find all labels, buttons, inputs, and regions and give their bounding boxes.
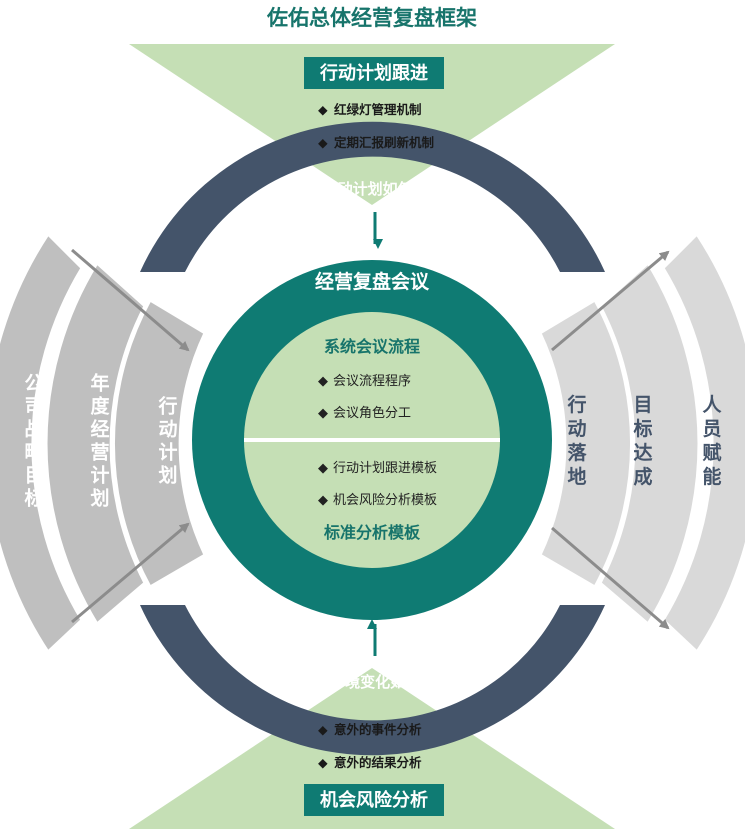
bottom-bullet-2-text: 意外的结果分析 xyxy=(334,755,422,770)
inner-lower-bullet-2: ◆ xyxy=(318,493,328,508)
left-arc-label-2: 年度经营计划 xyxy=(90,371,110,509)
right-arc-label-2: 目标达成 xyxy=(633,394,652,488)
arrow-right-bottom-icon xyxy=(551,526,670,630)
bottom-bullet-1: ◆ xyxy=(318,722,328,737)
right-arc-label-3: 人员赋能 xyxy=(702,394,722,488)
right-arc-label-1: 行动落地 xyxy=(566,393,587,488)
left-arc-inner xyxy=(112,297,207,590)
bottom-navy-arc xyxy=(140,605,605,756)
inner-lower-bullet-2-text: 机会风险分析模板 xyxy=(333,493,437,508)
bottom-pill xyxy=(304,784,444,816)
arrow-left-top-icon xyxy=(71,248,190,352)
right-arc-inner xyxy=(538,297,633,590)
left-arc-outer xyxy=(0,231,84,655)
arrow-right-top-icon xyxy=(551,250,670,352)
inner-upper-bullet-1: ◆ xyxy=(318,374,328,389)
inner-upper-bullet-2: ◆ xyxy=(318,406,328,421)
inner-lower-heading: 标准分析模板 xyxy=(323,523,421,542)
inner-upper-heading: 系统会议流程 xyxy=(324,337,420,356)
top-bullet-2: ◆ xyxy=(318,135,328,150)
top-question: 既定行动计划如何落实? xyxy=(293,180,452,198)
bottom-bullet-2: ◆ xyxy=(318,755,328,770)
arrow-left-bottom-icon xyxy=(71,522,190,624)
left-arc-labels: 公司战略目标 年度经营计划 行动计划 xyxy=(24,371,177,509)
top-bullet-2-text: 定期汇报刷新机制 xyxy=(333,135,434,150)
top-pill-label: 行动计划跟进 xyxy=(319,62,428,84)
bottom-bullet-1-text: 意外的事件分析 xyxy=(334,722,422,737)
left-arc-middle xyxy=(44,260,147,627)
top-bullet-1-text: 红绿灯管理机制 xyxy=(334,102,422,117)
left-arc-label-3: 行动计划 xyxy=(157,394,177,486)
top-bullet-1: ◆ xyxy=(318,102,328,117)
inner-upper-bullet-1-text: 会议流程程序 xyxy=(333,374,411,389)
inner-upper-bullet-2-text: 会议角色分工 xyxy=(333,405,411,421)
page-title: 佐佑总体经营复盘框架 xyxy=(266,6,477,30)
inner-lower-bullet-1-text: 行动计划跟进模板 xyxy=(333,461,437,476)
right-arc-middle xyxy=(598,260,701,627)
top-navy-arc xyxy=(140,121,605,273)
top-pill xyxy=(304,57,444,89)
ring-title: 经营复盘会议 xyxy=(315,270,430,293)
right-arc-labels: 行动落地 目标达成 人员赋能 xyxy=(566,393,722,488)
right-arc-outer xyxy=(661,231,745,655)
left-arc-label-1: 公司战略目标 xyxy=(24,372,44,509)
bottom-pill-label: 机会风险分析 xyxy=(320,789,428,811)
inner-lower-bullet-1: ◆ xyxy=(318,461,328,476)
bottom-question: 内外部环境变化如何影响? xyxy=(285,673,459,691)
